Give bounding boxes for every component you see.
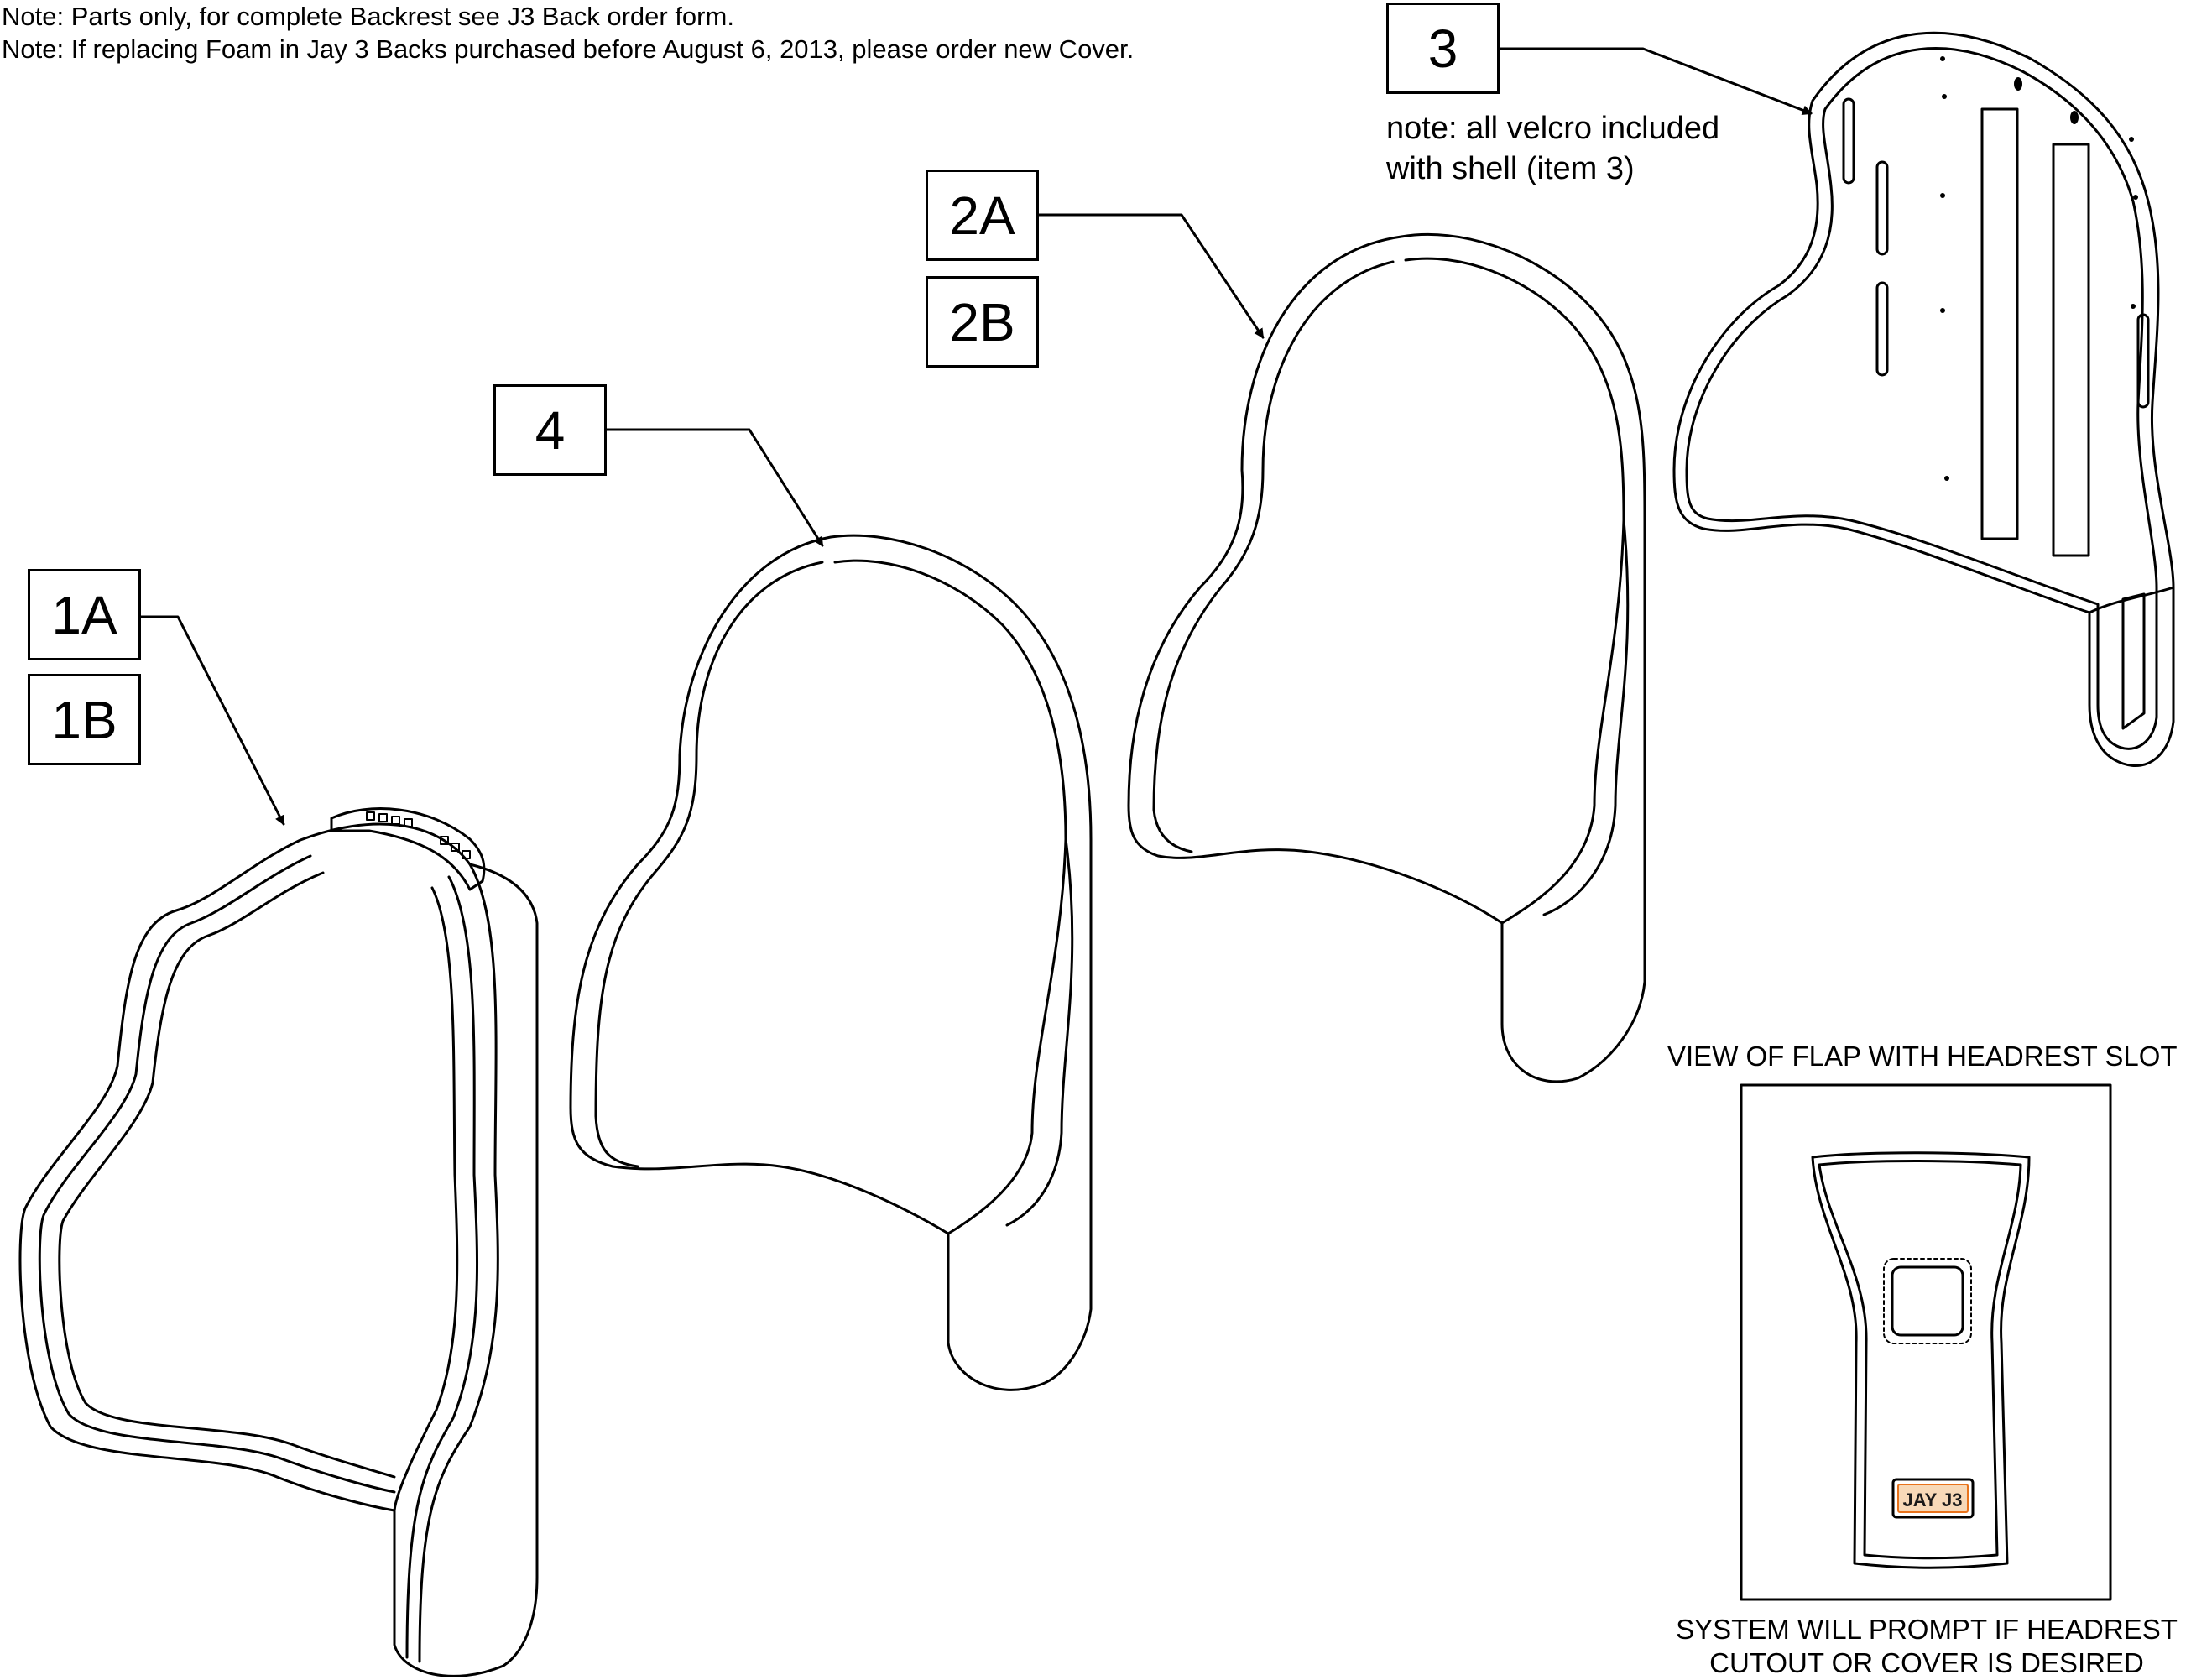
- flap-inner-outline: [1818, 1160, 2022, 1560]
- foam-4-outer: [569, 534, 1093, 1391]
- foam-2-outer: [1127, 232, 1646, 1083]
- headrest-slot-inner: [1891, 1265, 1964, 1337]
- leader-1: [139, 615, 285, 826]
- leader-3: [1498, 47, 1813, 116]
- cover-inner-contour-2: [58, 871, 396, 1479]
- foam-2-inner-edge: [1152, 260, 1395, 853]
- note-foam-replacement: Note: If replacing Foam in Jay 3 Backs p…: [2, 34, 1135, 64]
- flap-caption-line2: CUTOUT OR COVER IS DESIRED: [1709, 1647, 2144, 1678]
- callout-1a: 1A: [28, 569, 141, 660]
- logo-inner: [1897, 1484, 1969, 1513]
- shell-note-line1: note: all velcro included: [1386, 111, 1720, 146]
- shell-note-line2: with shell (item 3): [1386, 151, 1635, 186]
- flap-view: [1740, 1083, 2112, 1601]
- callout-2b: 2B: [926, 276, 1039, 368]
- flap-caption-line1: SYSTEM WILL PROMPT IF HEADREST: [1676, 1614, 2178, 1645]
- callout-3: 3: [1386, 3, 1500, 94]
- shell-velcro-strip-1: [1980, 107, 2019, 540]
- cover-side-edge-2: [405, 875, 479, 1659]
- shell-holes: [1940, 56, 2138, 481]
- foam-4-side: [1005, 837, 1074, 1227]
- foam-4-inner-edge: [594, 561, 824, 1168]
- cover-outer-face: [18, 822, 539, 1677]
- logo-text: JAY J3: [1903, 1490, 1963, 1510]
- note-parts-only: Note: Parts only, for complete Backrest …: [2, 2, 734, 31]
- foam-2-inner-face: [1404, 257, 1625, 925]
- flap-view-caption: SYSTEM WILL PROMPT IF HEADREST CUTOUT OR…: [1670, 1613, 2183, 1680]
- shell-velcro-strip-2: [2052, 143, 2090, 557]
- flap-view-frame: [1740, 1083, 2112, 1601]
- callout-4: 4: [493, 384, 607, 476]
- leader-lines: [139, 47, 1813, 826]
- shell-note: note: all velcro included with shell (it…: [1386, 108, 1719, 189]
- velcro-tab-slots: [366, 811, 471, 859]
- shell-3-inner: [1685, 47, 2158, 750]
- velcro-tab: [330, 807, 486, 891]
- cover-assembly-1: [18, 807, 539, 1677]
- foam-4: [569, 534, 1093, 1391]
- foam-2: [1127, 232, 1646, 1083]
- flap-outline: [1811, 1151, 2031, 1569]
- shell-slot-2: [1875, 160, 1889, 256]
- shell-flap-slot: [2121, 592, 2146, 730]
- shell-slot-3: [1875, 281, 1889, 377]
- foam-2-side: [1542, 519, 1630, 916]
- callout-1b: 1B: [28, 674, 141, 765]
- cover-side-edge-3: [393, 886, 459, 1512]
- foam-4-inner-face: [833, 559, 1067, 1235]
- leader-2: [1037, 213, 1265, 339]
- leader-4: [605, 428, 824, 547]
- jay-j3-logo: JAY J3: [1891, 1478, 1975, 1519]
- shell-3-flap-fold: [2088, 586, 2175, 614]
- cover-inner-contour-1: [38, 854, 396, 1494]
- shell-slot-4: [2136, 313, 2150, 409]
- flap-view-title: VIEW OF FLAP WITH HEADREST SLOT: [1667, 1041, 2178, 1072]
- shell-3-outer: [1672, 31, 2175, 768]
- callout-2a: 2A: [926, 170, 1039, 261]
- shell-3: [1672, 31, 2175, 768]
- headrest-slot-outer: [1883, 1258, 1972, 1344]
- shell-slot-1: [1842, 97, 1855, 185]
- cover-side-edge-1: [418, 863, 499, 1663]
